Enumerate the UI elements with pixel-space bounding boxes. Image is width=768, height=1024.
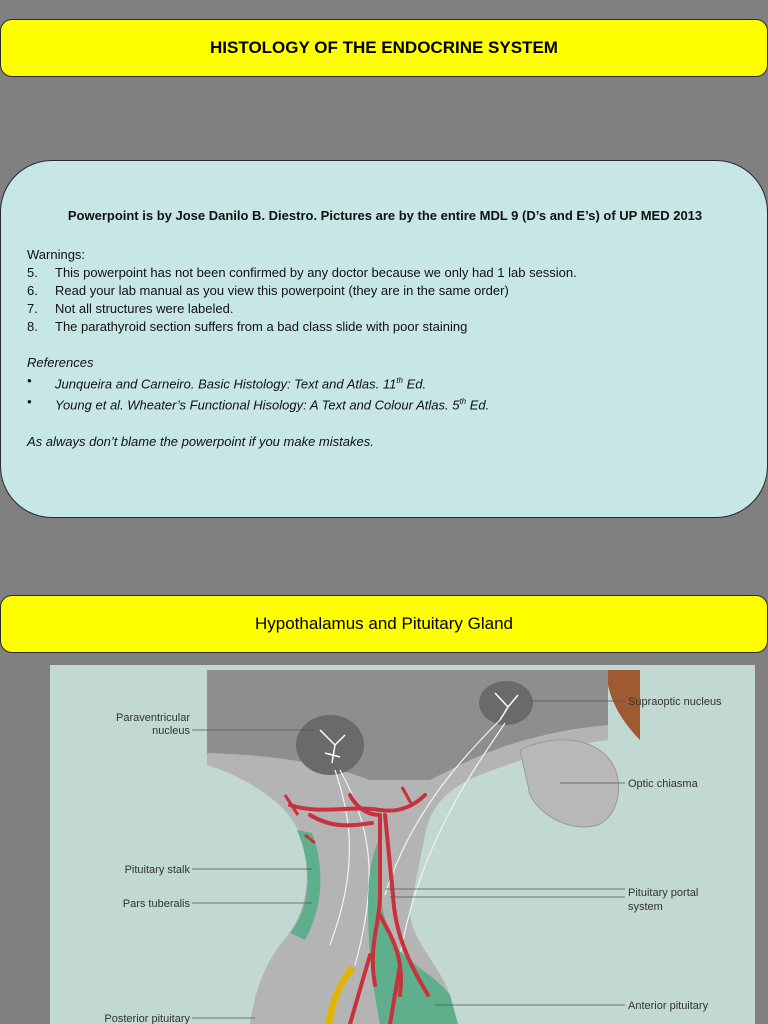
pars-tuberalis-left (290, 830, 321, 940)
warning-text: This powerpoint has not been confirmed b… (55, 265, 577, 280)
neuron-lines (319, 729, 346, 764)
vessel-arrows (283, 786, 414, 845)
warning-item: 8. The parathyroid section suffers from a… (27, 318, 743, 336)
chiasma-brown-region (608, 670, 640, 740)
anterior-pituitary-shape (368, 835, 458, 1024)
bullet: • (27, 373, 32, 388)
info-box: Powerpoint is by Jose Danilo B. Diestro.… (0, 160, 768, 518)
warning-text: Not all structures were labeled. (55, 301, 234, 316)
bullet: • (27, 394, 32, 410)
label-supraoptic: Supraoptic nucleus (628, 696, 722, 708)
slide-title: HISTOLOGY OF THE ENDOCRINE SYSTEM (210, 38, 558, 57)
warning-text: Read your lab manual as you view this po… (55, 283, 509, 298)
closing-note: As always don’t blame the powerpoint if … (27, 433, 374, 449)
label-pars-tuberalis: Pars tuberalis (123, 898, 191, 910)
warning-number: 8. (27, 319, 38, 334)
hypothalamus-pituitary-diagram: Paraventricular nucleus Supraoptic nucle… (50, 665, 755, 1024)
warning-number: 7. (27, 301, 38, 316)
leader-lines (192, 700, 625, 1019)
label-paraventricular-2: nucleus (152, 725, 190, 737)
reference-text: Young et al. Wheater’s Functional Hisolo… (55, 397, 490, 413)
warning-number: 5. (27, 265, 38, 280)
reference-item: • Young et al. Wheater’s Functional Hisol… (27, 393, 743, 414)
label-paraventricular: Paraventricular (116, 712, 190, 724)
diagram-svg: Paraventricular nucleus Supraoptic nucle… (50, 665, 755, 1024)
paraventricular-nucleus-shape (296, 715, 364, 775)
warning-text: The parathyroid section suffers from a b… (55, 319, 468, 334)
warning-number: 6. (27, 283, 38, 298)
label-portal-system: Pituitary portal (628, 887, 698, 899)
posterior-border (325, 965, 355, 1024)
slide-title-banner: HISTOLOGY OF THE ENDOCRINE SYSTEM (0, 19, 768, 77)
reference-item: • Junqueira and Carneiro. Basic Histology… (27, 372, 743, 393)
label-posterior-pituitary: Posterior pituitary (104, 1013, 190, 1024)
label-optic-chiasma: Optic chiasma (628, 778, 699, 790)
warning-item: 6. Read your lab manual as you view this … (27, 282, 743, 300)
credit-text: Powerpoint is by Jose Danilo B. Diestro.… (67, 208, 703, 223)
warnings-heading: Warnings: (27, 247, 86, 262)
references-heading: References (27, 355, 94, 370)
neuron-lines (494, 692, 519, 721)
label-pituitary-stalk: Pituitary stalk (125, 864, 191, 876)
axon-tracts (329, 719, 506, 966)
warning-item: 7. Not all structures were labeled. (27, 300, 743, 318)
slide-title: Hypothalamus and Pituitary Gland (255, 614, 513, 633)
portal-vessels (288, 793, 430, 1024)
warning-item: 5. This powerpoint has not been confirmed… (27, 264, 743, 282)
slide-title-banner: Hypothalamus and Pituitary Gland (0, 595, 768, 653)
reference-text: Junqueira and Carneiro. Basic Histology:… (55, 376, 427, 392)
supraoptic-nucleus-shape (479, 681, 533, 725)
label-portal-system-2: system (628, 901, 663, 913)
label-anterior-pituitary: Anterior pituitary (628, 1000, 709, 1012)
